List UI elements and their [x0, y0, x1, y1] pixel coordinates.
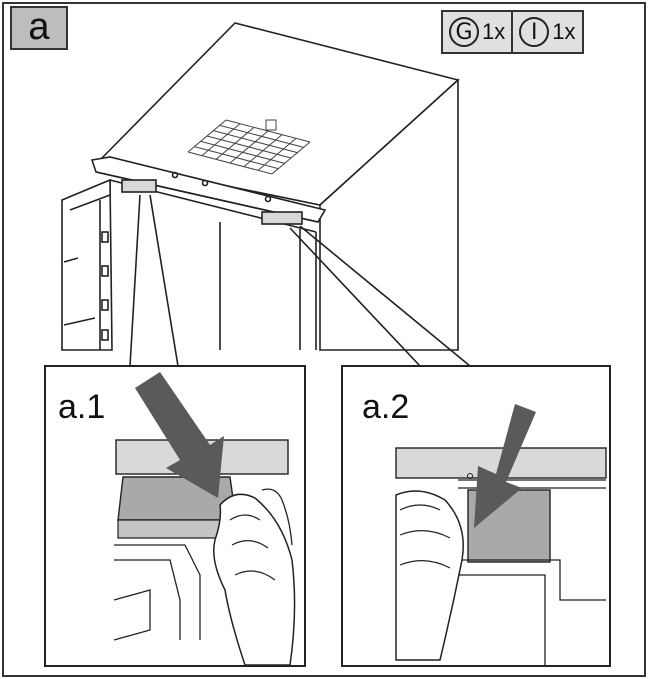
label-grid — [187, 119, 311, 175]
parts-list: G 1x I 1x — [441, 10, 584, 54]
part-quantity-g: 1x — [482, 19, 506, 44]
detail-panel-a1 — [44, 365, 306, 667]
push-arrow-a1 — [135, 372, 224, 498]
step-label: a — [10, 6, 68, 50]
detail-label-a2: a.2 — [362, 388, 410, 426]
detail-label-a1: a.1 — [58, 388, 106, 426]
part-symbol-g: G — [449, 17, 479, 47]
hand-a2 — [395, 490, 464, 661]
hand-a1 — [213, 493, 296, 666]
part-quantity-i: 1x — [552, 19, 576, 44]
detail-panel-a2 — [341, 365, 611, 667]
magnifier-lines — [129, 194, 471, 367]
part-item-i: I 1x — [513, 12, 581, 52]
appliance-cabinet — [61, 22, 460, 351]
part-symbol-i: I — [519, 17, 550, 47]
push-arrow-a2 — [474, 404, 536, 528]
part-item-g: G 1x — [443, 12, 514, 52]
